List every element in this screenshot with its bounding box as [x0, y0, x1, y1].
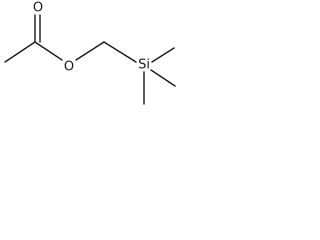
bond-silicon-methyl-right — [151, 47, 175, 63]
structure-canvas: O O Si — [0, 0, 180, 112]
bond-methylene-silicon — [103, 41, 137, 63]
bond-methyl-carbonyl — [4, 41, 36, 63]
bond-silicon-methyl-downright — [150, 69, 176, 87]
molecule-diagram: O O Si — [4, 1, 176, 105]
silicon-label: Si — [138, 58, 150, 73]
bond-ester-oxygen-methylene — [75, 41, 105, 61]
ester-oxygen-label: O — [64, 60, 74, 75]
carbonyl-oxygen-label: O — [33, 1, 43, 16]
bond-carbonyl-ester-oxygen — [34, 41, 63, 61]
